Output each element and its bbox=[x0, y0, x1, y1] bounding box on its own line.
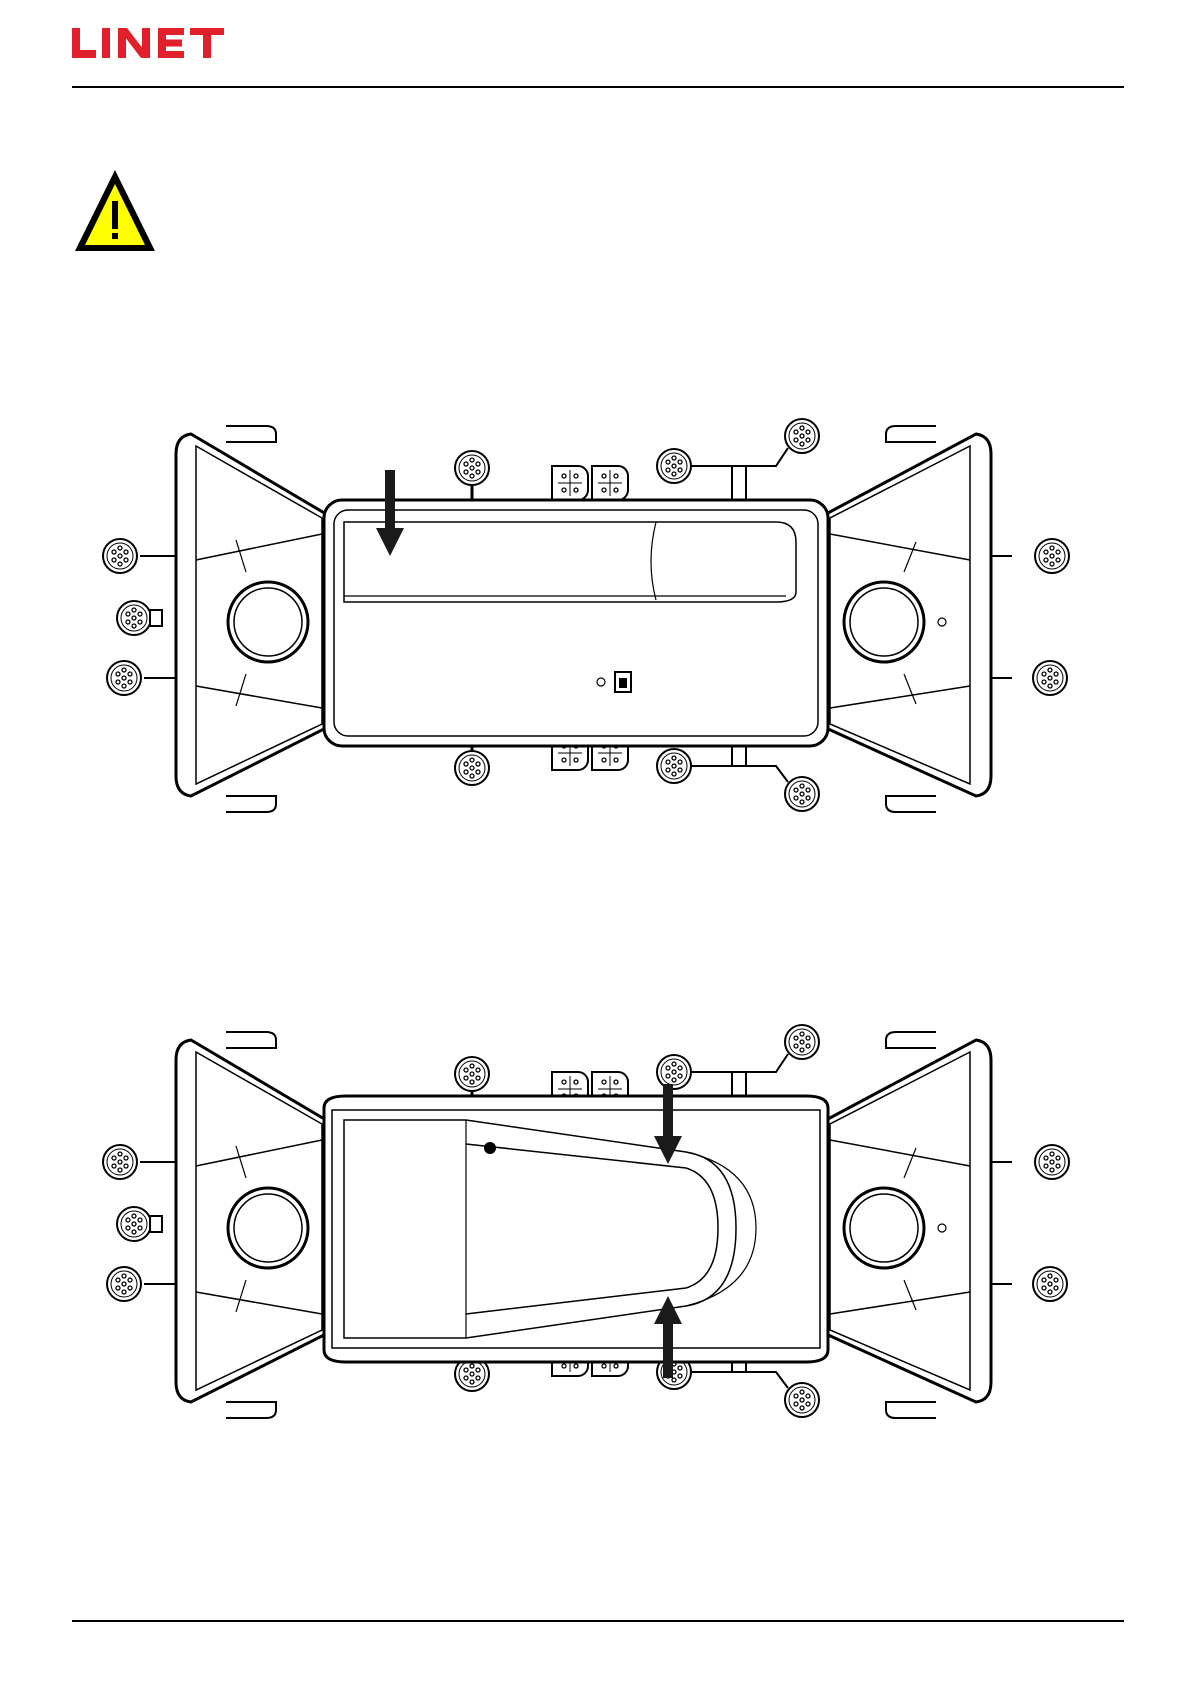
bed-top-view-flat bbox=[66, 412, 1126, 832]
warning-triangle-icon bbox=[72, 167, 158, 255]
header-rule bbox=[72, 86, 1124, 88]
bed-top-view-split bbox=[66, 1018, 1126, 1438]
linet-logo bbox=[72, 26, 244, 60]
mattress-platform bbox=[324, 500, 828, 746]
footer-rule bbox=[72, 1620, 1124, 1622]
split-platform bbox=[324, 1096, 828, 1362]
